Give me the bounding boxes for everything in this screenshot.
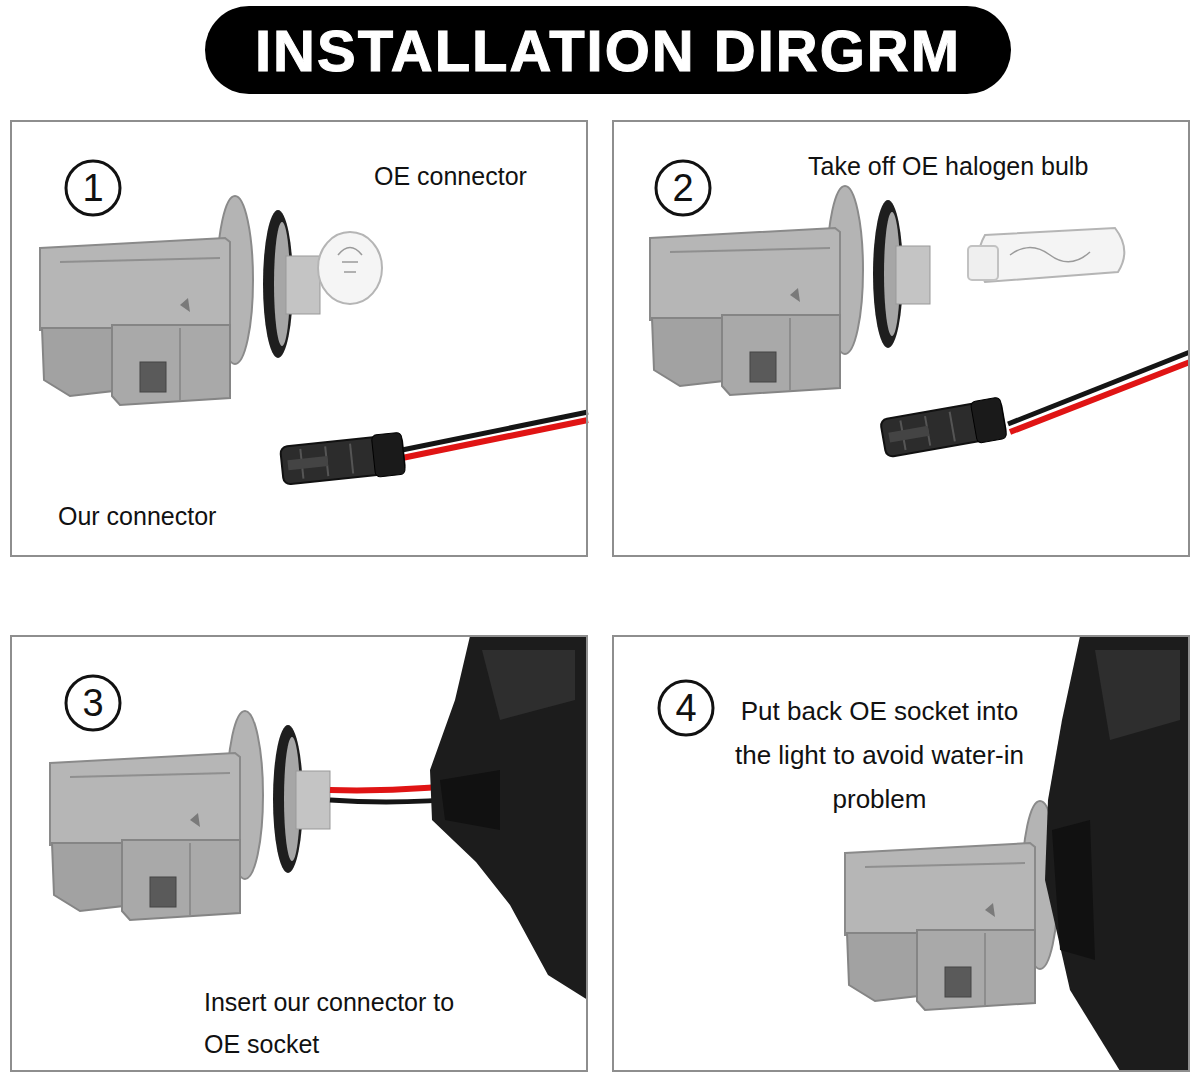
title-pill: INSTALLATION DIRGRM xyxy=(205,6,1011,94)
circle-ring xyxy=(66,161,120,215)
art-path xyxy=(1010,248,1090,262)
art-path xyxy=(1095,650,1180,740)
step-panel: Put back OE socket into the light to avo… xyxy=(612,635,1190,1072)
step-circle: 3 xyxy=(64,674,122,732)
step-circle: 1 xyxy=(64,159,122,217)
step-circle: 2 xyxy=(654,159,712,217)
step-number: 1 xyxy=(82,169,103,207)
step-number: 2 xyxy=(672,169,693,207)
art-path xyxy=(402,420,588,458)
art-path xyxy=(440,770,500,830)
art-path xyxy=(979,228,1125,282)
art-path xyxy=(1010,362,1189,432)
art-path xyxy=(430,636,587,1000)
step-caption: OE connector xyxy=(374,160,584,192)
step-caption: Take off OE halogen bulb xyxy=(808,150,1178,182)
panel-two-art xyxy=(650,186,1189,459)
art-use xyxy=(650,186,930,395)
title-text: INSTALLATION DIRGRM xyxy=(255,17,961,84)
art-path xyxy=(402,412,588,450)
circle-ring xyxy=(659,681,713,735)
art-use xyxy=(880,397,1007,460)
step-number: 4 xyxy=(675,689,696,727)
step-panel: Take off OE halogen bulb 2 xyxy=(612,120,1190,557)
art-use xyxy=(280,432,406,487)
step-caption: Put back OE socket into the light to avo… xyxy=(732,689,1027,821)
art-path xyxy=(1008,352,1189,424)
art-path xyxy=(338,248,362,273)
art-use xyxy=(50,711,330,920)
step-number: 3 xyxy=(82,684,103,722)
art-path xyxy=(1052,820,1095,960)
panel-one-art xyxy=(40,196,588,487)
step-caption: Insert our connector to OE socket xyxy=(204,981,489,1065)
step-caption: Our connector xyxy=(58,500,288,532)
step-circle: 4 xyxy=(657,679,715,737)
art-path xyxy=(1045,636,1189,1071)
step-panel: Insert our connector to OE socket 3 xyxy=(10,635,588,1072)
panel-three-art xyxy=(50,636,587,1000)
art-rect xyxy=(968,246,998,280)
circle-ring xyxy=(66,676,120,730)
art-path xyxy=(482,650,575,720)
step-panel: OE connectorOur connector 1 xyxy=(10,120,588,557)
art-use xyxy=(40,196,320,405)
art-ellipse xyxy=(318,232,382,304)
circle-ring xyxy=(656,161,710,215)
